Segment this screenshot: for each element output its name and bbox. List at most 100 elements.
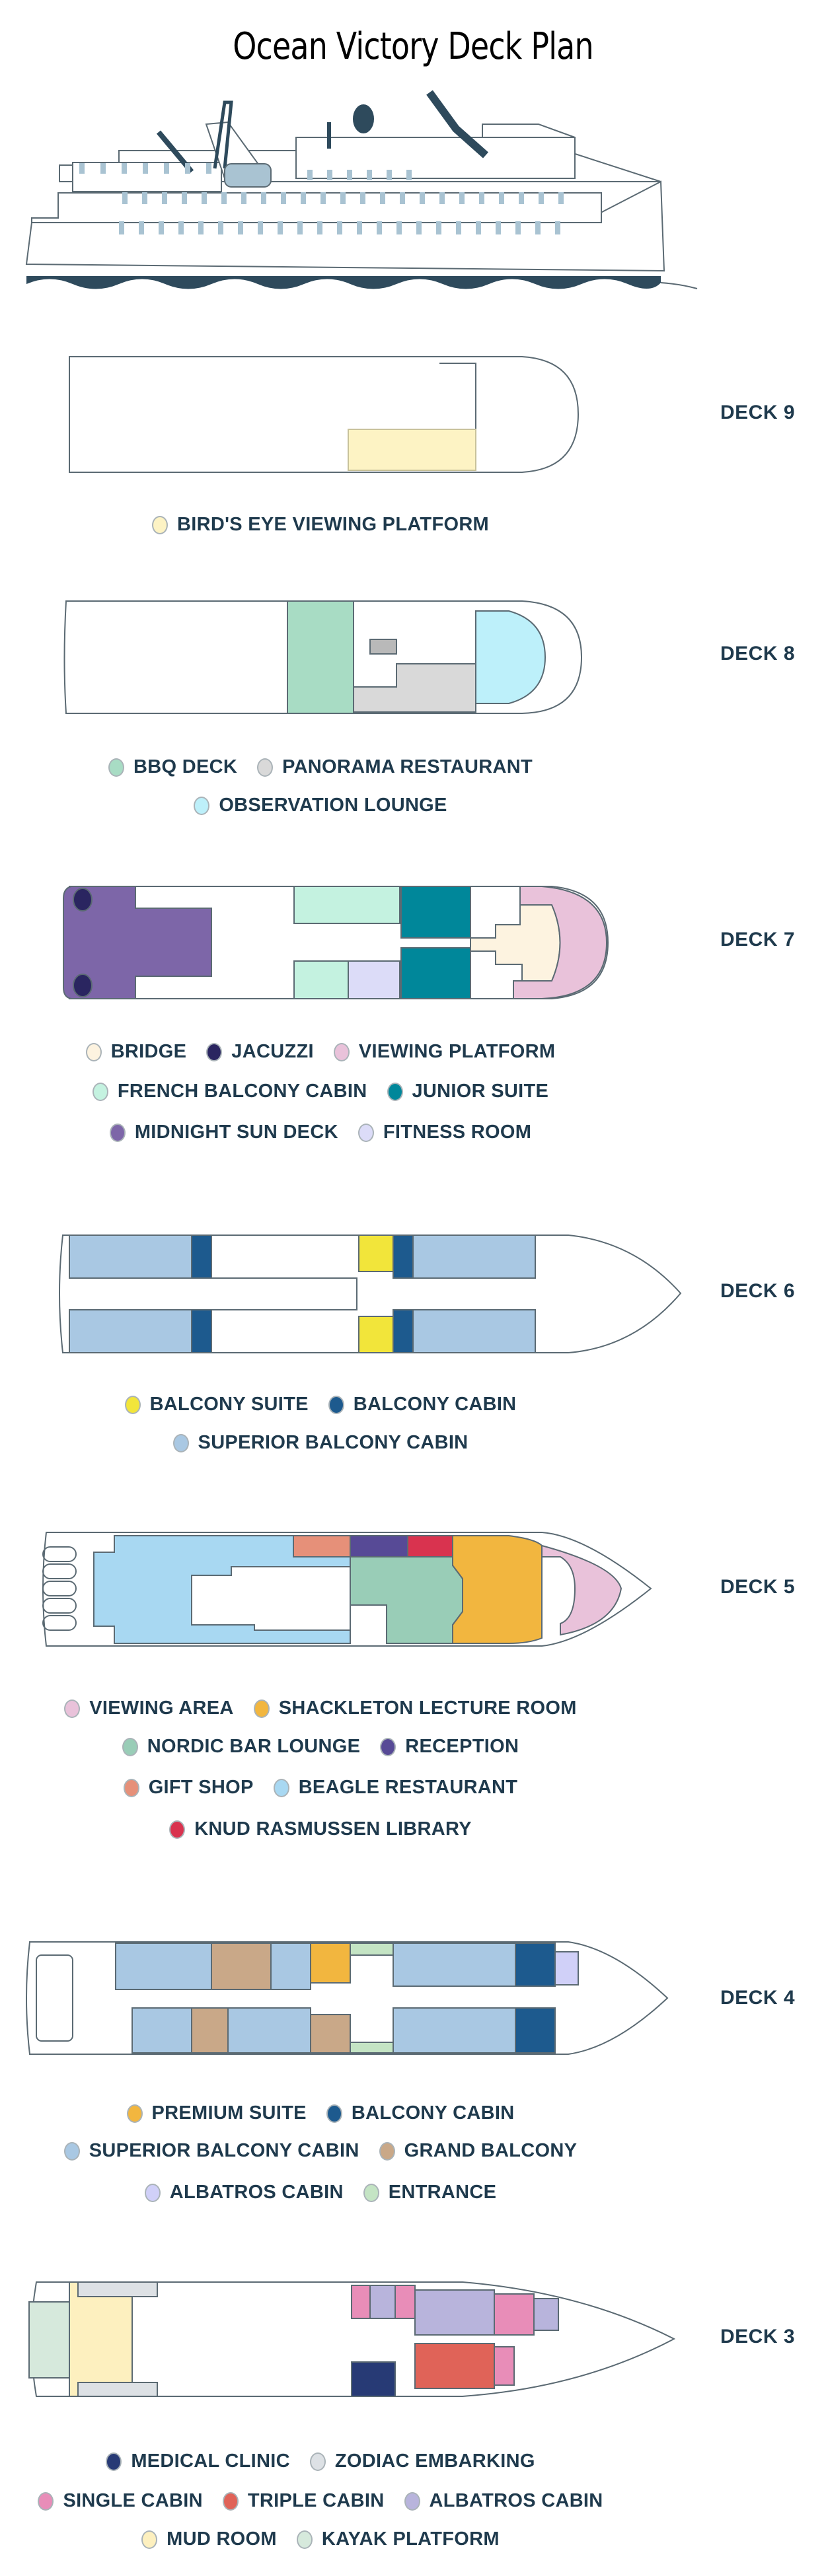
legend-item: MEDICAL CLINIC [106, 2451, 290, 2472]
junior-suites-bottom [400, 947, 471, 999]
ship-window [238, 221, 243, 234]
legend-item: ZODIAC EMBARKING [309, 2451, 535, 2472]
ship-window [79, 163, 85, 174]
ship-window [139, 221, 144, 234]
legend-row: MEDICAL CLINIC ZODIAC EMBARKING [0, 2451, 641, 2472]
ship-window [202, 192, 207, 204]
superior-balcony-cabins [412, 1234, 536, 1279]
legend-label: MUD ROOM [167, 2528, 277, 2550]
legend-label: GRAND BALCONY [404, 2140, 578, 2161]
fitness-room-area [348, 960, 400, 999]
legend-row: SUPERIOR BALCONY CABIN [0, 1432, 641, 1454]
legend-swatch-icon [151, 515, 168, 534]
french-balcony-cabins-bottom [293, 960, 349, 999]
single-cabin [351, 2285, 371, 2319]
balcony-suite [358, 1234, 394, 1272]
legend-item: BALCONY CABIN [326, 2102, 515, 2124]
page-title: Ocean Victory Deck Plan [233, 25, 593, 68]
legend-row: GIFT SHOP BEAGLE RESTAURANT [0, 1777, 641, 1799]
superior-balcony-cabins [270, 1943, 311, 1990]
albatros-cabin [554, 1951, 579, 1986]
zodiac-embarking-area [77, 2382, 158, 2397]
ship-window [198, 221, 204, 234]
ship-window [122, 163, 127, 174]
ship-window [281, 192, 286, 204]
legend-swatch-icon [172, 1433, 189, 1452]
deck-3-label: DECK 3 [720, 2326, 796, 2347]
balcony-suite [358, 1316, 394, 1353]
mud-room-area [69, 2281, 133, 2397]
ship-window [340, 192, 346, 204]
single-cabin [494, 2346, 515, 2386]
birds-eye-viewing-platform-area [348, 429, 476, 471]
legend-item: GIFT SHOP [123, 1777, 254, 1799]
ship-window [218, 221, 223, 234]
superior-balcony-cabins [393, 2007, 516, 2054]
legend-item: VIEWING AREA [64, 1698, 233, 1719]
legend-swatch-icon [194, 796, 210, 815]
legend-swatch-icon [387, 1082, 403, 1101]
medical-clinic-area [351, 2361, 396, 2397]
legend-swatch-icon [357, 1123, 374, 1142]
deck-4-label: DECK 4 [720, 1987, 796, 2009]
legend-label: SUPERIOR BALCONY CABIN [89, 2140, 359, 2161]
legend-item: BEAGLE RESTAURANT [273, 1777, 518, 1799]
albatros-cabin [369, 2285, 396, 2319]
ship-window [162, 192, 167, 204]
legend-swatch-icon [404, 2491, 420, 2511]
ship-window [258, 221, 263, 234]
legend-item: ENTRANCE [363, 2182, 497, 2203]
ship-window [278, 221, 283, 234]
legend-label: OBSERVATION LOUNGE [219, 795, 447, 816]
ship-window [142, 192, 147, 204]
ship-window [320, 192, 326, 204]
grand-balcony [191, 2007, 229, 2054]
midnight-sun-deck-area [63, 886, 212, 999]
legend-item: ALBATROS CABIN [404, 2490, 603, 2512]
ship-window [100, 163, 106, 174]
legend-item: BALCONY SUITE [124, 1394, 309, 1415]
legend-swatch-icon [333, 1042, 350, 1061]
legend-label: ALBATROS CABIN [169, 2182, 344, 2203]
ship-window [182, 192, 187, 204]
legend-label: RECEPTION [405, 1736, 519, 1757]
legend-swatch-icon [253, 1699, 270, 1718]
ship-window [206, 163, 211, 174]
legend-label: KNUD RASMUSSEN LIBRARY [194, 1818, 472, 1840]
legend-label: ENTRANCE [388, 2182, 497, 2203]
legend-label: JACUZZI [231, 1041, 314, 1062]
legend-row: KNUD RASMUSSEN LIBRARY [0, 1818, 641, 1840]
legend-label: SUPERIOR BALCONY CABIN [198, 1432, 469, 1453]
ship-window [337, 221, 342, 234]
legend-item: BIRD'S EYE VIEWING PLATFORM [151, 514, 490, 536]
viewing-platform-area [513, 886, 608, 999]
ship-window [496, 221, 501, 234]
balcony-cabin [393, 1234, 414, 1279]
ship-side-view [25, 90, 698, 289]
ship-window [261, 192, 266, 204]
legend-swatch-icon [328, 1395, 344, 1414]
legend-swatch-icon [92, 1082, 108, 1101]
ship-window [555, 221, 560, 234]
ship-window [519, 192, 524, 204]
ship-window [159, 221, 164, 234]
ship-window [317, 221, 322, 234]
ship-window [400, 192, 405, 204]
ship-window [558, 192, 564, 204]
legend-swatch-icon [109, 1123, 126, 1142]
ship-window [416, 221, 422, 234]
legend-label: BIRD'S EYE VIEWING PLATFORM [176, 514, 490, 535]
deck-7-plan [63, 886, 609, 999]
ship-window [377, 221, 382, 234]
balcony-cabin [393, 1309, 414, 1353]
legend-swatch-icon [126, 2104, 143, 2123]
legend-item: GRAND BALCONY [379, 2140, 578, 2162]
legend-label: GIFT SHOP [148, 1777, 254, 1798]
legend-item: TRIPLE CABIN [222, 2490, 385, 2512]
